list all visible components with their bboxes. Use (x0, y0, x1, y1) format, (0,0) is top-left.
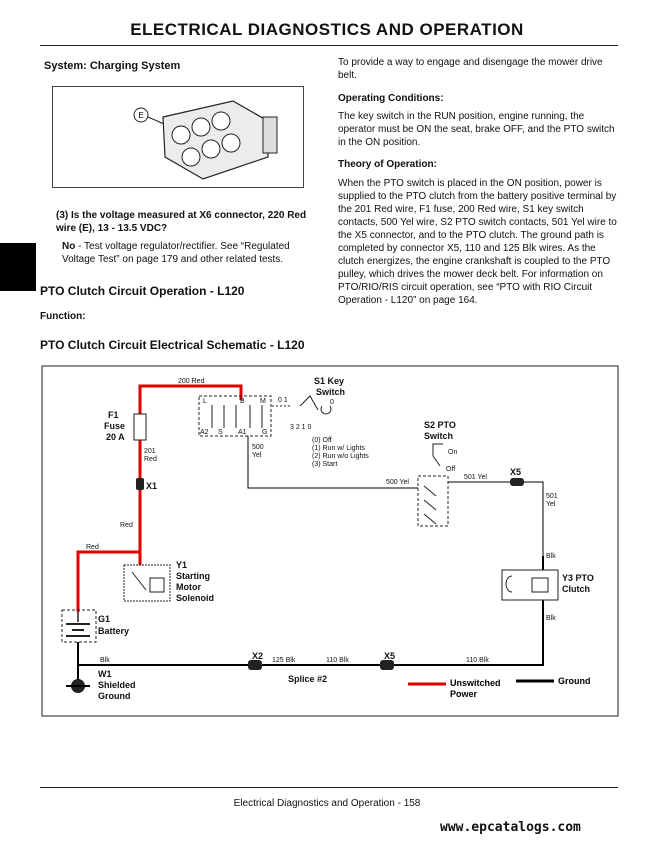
label-x5-top: X5 (510, 467, 521, 477)
label-s2-switch: Switch (424, 431, 453, 441)
term-a2: A2 (200, 429, 209, 436)
footer-rule (40, 787, 618, 788)
legend-red-label2: Power (450, 689, 478, 699)
key-off: (0) Off (312, 437, 332, 444)
key-pos-3210: 3 2 1 0 (290, 424, 312, 431)
label-battery: Battery (98, 626, 129, 636)
pto-clutch-y3 (501, 569, 559, 601)
label-y3-clutch: Clutch (562, 584, 590, 594)
wire-labels: 200 Red 201 Red Red Red 500 Yel 500 Yel … (86, 378, 558, 664)
label-x1: X1 (146, 481, 157, 491)
term-l: L (203, 398, 207, 405)
label-501: 501 (546, 493, 558, 500)
theory-text: When the PTO switch is placed in the ON … (338, 178, 617, 306)
term-b: B (240, 398, 245, 405)
label-110blk-b: 110 Blk (466, 657, 489, 664)
label-g1: G1 (98, 614, 110, 624)
function-label: Function: (40, 311, 86, 322)
label-shielded: Shielded (98, 680, 136, 690)
system-label: System: Charging System (44, 60, 181, 72)
label-starting: Starting (176, 571, 210, 581)
connector-x5-bottom (380, 660, 394, 670)
term-a1: A1 (238, 429, 247, 436)
label-500yel: 500 Yel (386, 479, 409, 486)
label-w1: W1 (98, 669, 112, 679)
label-s1: S1 Key (314, 376, 344, 386)
label-s2: S2 PTO (424, 420, 456, 430)
solenoid-y1 (123, 564, 171, 602)
label-x2: X2 (252, 651, 263, 661)
label-501-yel: Yel (546, 501, 556, 508)
intro-text: To provide a way to engage and disengage… (338, 57, 603, 81)
label-red1: Red (120, 522, 133, 529)
label-x5-bottom: X5 (384, 651, 395, 661)
label-f1: F1 (108, 410, 119, 420)
legend: Unswitched Power Ground (408, 676, 591, 699)
label-ground: Ground (98, 691, 131, 701)
key-start: (3) Start (312, 461, 337, 468)
component-labels: F1 Fuse 20 A X1 Y1 Starting Motor Soleno… (98, 376, 594, 701)
label-red2: Red (86, 544, 99, 551)
label-splice: Splice #2 (288, 674, 327, 684)
legend-black-label: Ground (558, 676, 591, 686)
label-20a: 20 A (106, 432, 125, 442)
key-switch-contacts (211, 405, 263, 428)
pto-on: On (448, 449, 457, 456)
label-201: 201 (144, 448, 156, 455)
key-run-no-lights: (2) Run w/o Lights (312, 453, 369, 460)
pto-switch-s2 (417, 475, 449, 527)
section-tab (0, 243, 36, 291)
key-run-lights: (1) Run w/ Lights (312, 445, 365, 452)
footer-text: Electrical Diagnostics and Operation - 1… (233, 798, 421, 809)
page-title: ELECTRICAL DIAGNOSTICS AND OPERATION (130, 20, 524, 39)
label-s1-switch: Switch (316, 387, 345, 397)
theory-title: Theory of Operation: (338, 159, 437, 170)
label-solenoid: Solenoid (176, 593, 214, 603)
power-wires (76, 384, 243, 612)
key-switch-s1 (198, 395, 272, 437)
label-blk-r2: Blk (546, 615, 556, 622)
label-110blk-a: 110 Blk (326, 657, 349, 664)
label-125blk: 125 Blk (272, 657, 296, 664)
label-501yel: 501 Yel (464, 474, 487, 481)
label-blk-r1: Blk (546, 553, 556, 560)
watermark-url: www.epcatalogs.com (440, 820, 581, 835)
term-g: G (262, 429, 267, 436)
label-motor: Motor (176, 582, 201, 592)
battery-g1 (61, 609, 97, 643)
label-fuse: Fuse (104, 421, 125, 431)
label-blk-left: Blk (100, 657, 110, 664)
key-pos-0: 0 (330, 399, 334, 406)
question-text: (3) Is the voltage measured at X6 connec… (56, 210, 307, 234)
connector-photo: E (52, 86, 304, 188)
no-answer: No - Test voltage regulator/rectifier. S… (62, 240, 312, 266)
no-label: No (62, 241, 76, 252)
label-y3: Y3 PTO (562, 573, 594, 583)
label-201-red: Red (144, 456, 157, 463)
label-200red: 200 Red (178, 378, 205, 385)
pto-off: Off (446, 466, 455, 473)
conditions-title: Operating Conditions: (338, 93, 444, 104)
key-pos-01: 0 1 (278, 397, 288, 404)
connector-x1 (136, 478, 144, 490)
header-rule (40, 45, 618, 46)
callout-e: E (138, 111, 143, 120)
term-m: M (260, 398, 266, 405)
term-s: S (218, 429, 223, 436)
pto-switch-contacts (423, 485, 437, 525)
label-y1: Y1 (176, 560, 187, 570)
section-title: PTO Clutch Circuit Operation - L120 (40, 284, 245, 298)
connector-x2 (248, 660, 262, 670)
label-500: 500 (252, 444, 264, 451)
connector-x5-top (510, 478, 524, 486)
label-500-yel: Yel (252, 452, 262, 459)
legend-red-label: Unswitched (450, 678, 501, 688)
fuse-f1 (133, 413, 147, 441)
yellow-wires (247, 436, 544, 570)
no-text: - Test voltage regulator/rectifier. See … (62, 241, 290, 265)
conditions-text: The key switch in the RUN position, engi… (338, 111, 615, 148)
schematic-title: PTO Clutch Circuit Electrical Schematic … (40, 338, 305, 352)
